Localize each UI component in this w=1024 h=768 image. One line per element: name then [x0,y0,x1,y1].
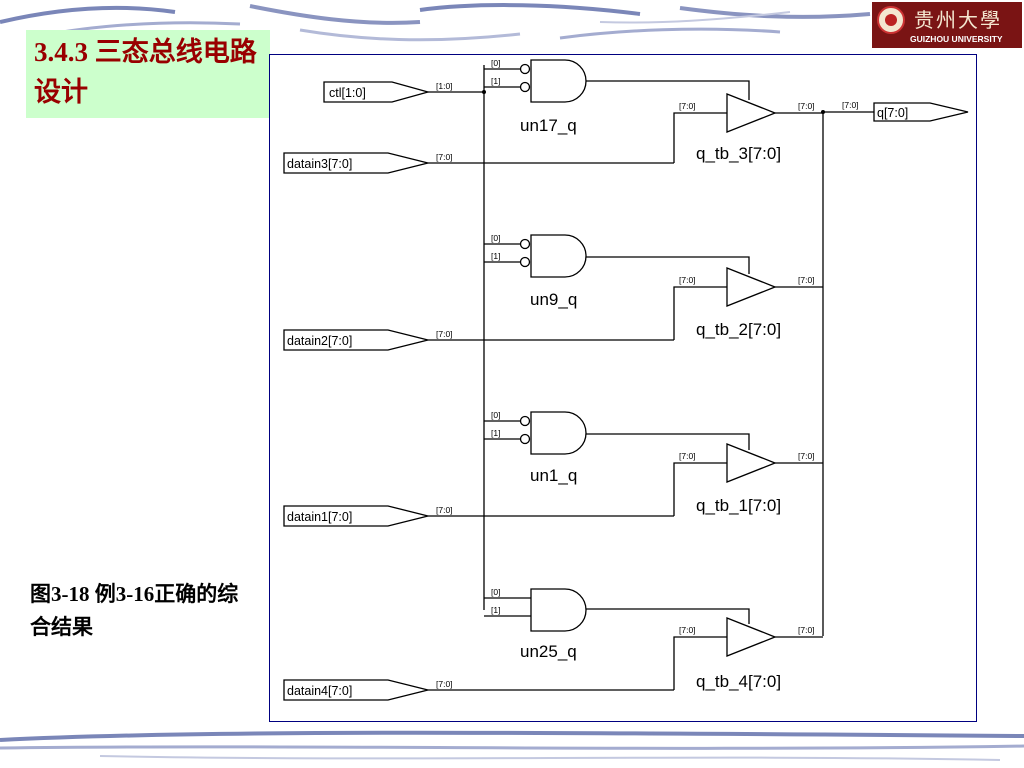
figure-caption: 图3-18 例3-16正确的综合结果 [30,582,239,639]
ctl-bus-label: [1:0] [436,81,453,91]
and-gate-un17 [530,59,587,103]
tristate-buffer-q-tb-3 [726,93,777,133]
input-port-datain1 [283,505,429,527]
input-port-datain4-label: datain4[7:0] [287,684,352,698]
gate-un25-enable-wire [586,608,750,624]
gate-un9-pin1: [1] [491,251,500,261]
buffer-q-tb-2-out-pin: [7:0] [798,275,815,285]
gate-un1-inv0 [519,415,531,427]
and-gate-un9 [530,234,587,278]
gate-un17-pin0: [0] [491,58,500,68]
datain3-bus-label: [7:0] [436,152,453,162]
input-port-datain3 [283,152,429,174]
gate-un1-enable-wire [586,433,750,450]
logo-name-cn: 贵州大學 [914,8,1002,32]
buffer-q-tb-1-input [673,462,727,516]
buffer-q-tb-1-in-pin: [7:0] [679,451,696,461]
tristate-buffer-q-tb-2-label: q_tb_2[7:0] [696,320,781,339]
and-gate-un25 [530,588,587,632]
gate-un9-input-wires [484,243,520,263]
gate-un25-pin-stubs [520,597,531,617]
logo-name-en: GUIZHOU UNIVERSITY [910,34,1003,44]
gate-un9-enable-wire [586,256,750,274]
gate-un17-inv0 [519,63,531,75]
buffer-q-tb-4-input [673,636,727,690]
gate-un17-input-wires [484,68,520,88]
input-port-datain3-label: datain3[7:0] [287,157,352,171]
input-port-datain2 [283,329,429,351]
and-gate-un9-label: un9_q [530,290,577,309]
university-seal-icon [877,6,905,34]
gate-un17-inv1 [519,81,531,93]
gate-un1-pin0: [0] [491,410,500,420]
buffer-q-tb-3-in-pin: [7:0] [679,101,696,111]
buffer-q-tb-4-in-pin: [7:0] [679,625,696,635]
buffer-q-tb-4-out-pin: [7:0] [798,625,815,635]
tristate-buffer-q-tb-3-label: q_tb_3[7:0] [696,144,781,163]
buffer-q-tb-2-input [673,286,727,340]
gate-un25-input-wires [484,597,520,617]
buffer-q-tb-1-out-pin: [7:0] [798,451,815,461]
buffer-q-tb-3-out-pin: [7:0] [798,101,815,111]
gate-un17-enable-wire [586,80,750,100]
buffer-q-tb-3-input [673,112,727,163]
buffer-q-tb-2-in-pin: [7:0] [679,275,696,285]
tristate-buffer-q-tb-1 [726,443,777,483]
gate-un9-pin0: [0] [491,233,500,243]
university-logo: 贵州大學 GUIZHOU UNIVERSITY [872,2,1022,48]
output-port-q [873,102,969,122]
tristate-buffer-q-tb-2 [726,267,777,307]
input-port-ctl [323,81,431,103]
and-gate-un17-label: un17_q [520,116,577,135]
tristate-buffer-q-tb-4-label: q_tb_4[7:0] [696,672,781,691]
gate-un1-pin1: [1] [491,428,500,438]
gate-un9-inv0 [519,238,531,250]
input-port-ctl-label: ctl[1:0] [329,86,366,100]
gate-un1-input-wires [484,420,520,440]
datain1-bus-label: [7:0] [436,505,453,515]
junction-dot [482,90,486,94]
and-gate-un1-label: un1_q [530,466,577,485]
input-port-datain2-label: datain2[7:0] [287,334,352,348]
tristate-buffer-q-tb-1-label: q_tb_1[7:0] [696,496,781,515]
title-box [26,30,270,118]
output-bus-label: [7:0] [842,100,859,110]
input-port-datain4 [283,679,429,701]
and-gate-un1 [530,411,587,455]
gate-un1-inv1 [519,433,531,445]
gate-un9-inv1 [519,256,531,268]
decorative-footer-swoosh [0,730,1024,761]
slide-title: 3.4.3 三态总线电路设计 [34,37,257,107]
datain2-bus-label: [7:0] [436,329,453,339]
gate-un17-pin1: [1] [491,76,500,86]
datain4-bus-label: [7:0] [436,679,453,689]
input-port-datain1-label: datain1[7:0] [287,510,352,524]
output-port-q-label: q[7:0] [877,106,908,120]
gate-un25-pin0: [0] [491,587,500,597]
junction-dot [821,110,825,114]
tristate-buffer-q-tb-4 [726,617,777,657]
and-gate-un25-label: un25_q [520,642,577,661]
gate-un25-pin1: [1] [491,605,500,615]
